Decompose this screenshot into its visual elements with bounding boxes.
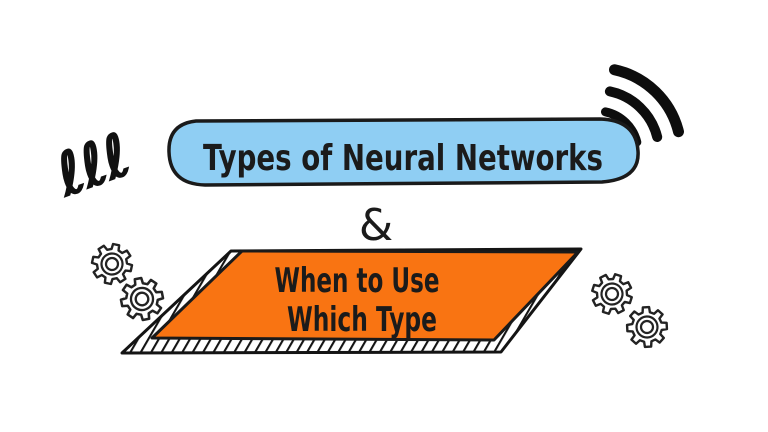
subtitle-banner: When to Use Which Type (120, 247, 583, 355)
signal-wave-arc (604, 86, 663, 142)
gear-icon (617, 297, 677, 357)
subtitle-banner-shape (150, 249, 580, 342)
loop-scribble-glyphs: ℓℓℓ (47, 121, 139, 210)
signal-wave-arc (609, 64, 684, 138)
title-banner-shape (167, 117, 640, 187)
gear-icon (87, 239, 137, 289)
gear-icon (585, 267, 639, 321)
title-banner-label: Types of Neural Networks (203, 138, 603, 179)
loop-scribble-icon: ℓℓℓ (46, 120, 140, 211)
subtitle-banner-line1: When to Use (275, 261, 440, 301)
subtitle-banner-line2: Which Type (287, 300, 437, 340)
title-banner: Types of Neural Networks (167, 117, 640, 187)
ampersand-connector: & (359, 200, 393, 251)
